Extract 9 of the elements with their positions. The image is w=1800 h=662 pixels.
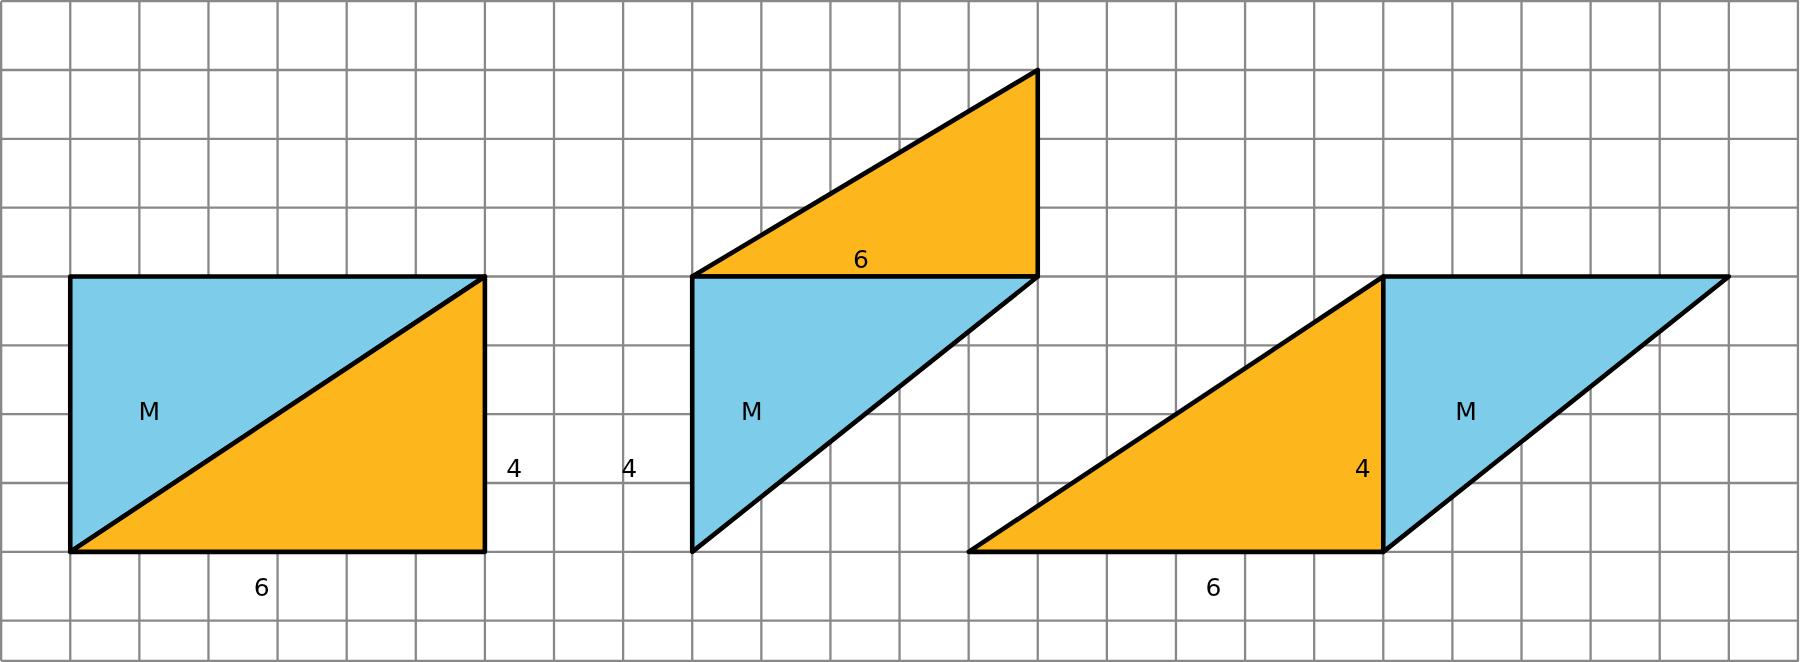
region-label: M [1455,398,1477,424]
side-length-label: 4 [506,455,523,481]
side-length-label: 6 [1205,574,1222,600]
side-length-label: 4 [1354,455,1371,481]
side-length-label: 4 [621,455,638,481]
side-length-label: 6 [853,246,869,272]
region-label: M [138,398,160,424]
side-length-label: 6 [253,574,270,600]
region-label: M [741,398,763,424]
